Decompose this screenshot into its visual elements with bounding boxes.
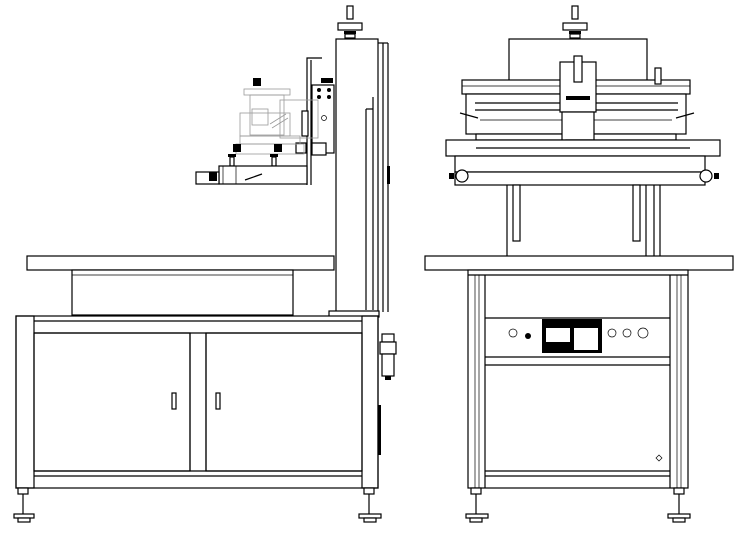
door-handle[interactable] bbox=[171, 392, 177, 410]
control-knob[interactable] bbox=[508, 328, 518, 338]
front-view bbox=[424, 5, 734, 523]
handwheel-side bbox=[337, 5, 363, 39]
print-rail-front bbox=[445, 139, 721, 186]
control-knob[interactable] bbox=[622, 328, 632, 338]
indicator-light bbox=[525, 333, 531, 339]
cabinet-side bbox=[13, 315, 397, 523]
print-carriage bbox=[295, 57, 335, 185]
door-handle[interactable] bbox=[215, 392, 221, 410]
table-top-front bbox=[424, 255, 734, 271]
columns-front bbox=[506, 184, 661, 256]
cabinet-front bbox=[465, 269, 691, 523]
print-head-hidden bbox=[233, 78, 319, 155]
air-filter-regulator bbox=[379, 333, 397, 380]
print-platform-side bbox=[195, 154, 308, 185]
table-top-side bbox=[26, 255, 380, 318]
column-side bbox=[335, 38, 390, 313]
side-view bbox=[13, 5, 397, 523]
control-panel[interactable] bbox=[542, 319, 602, 353]
gantry-frame bbox=[459, 55, 695, 176]
emergency-stop[interactable] bbox=[637, 327, 649, 339]
handwheel-front bbox=[562, 5, 588, 39]
control-knob[interactable] bbox=[607, 328, 617, 338]
